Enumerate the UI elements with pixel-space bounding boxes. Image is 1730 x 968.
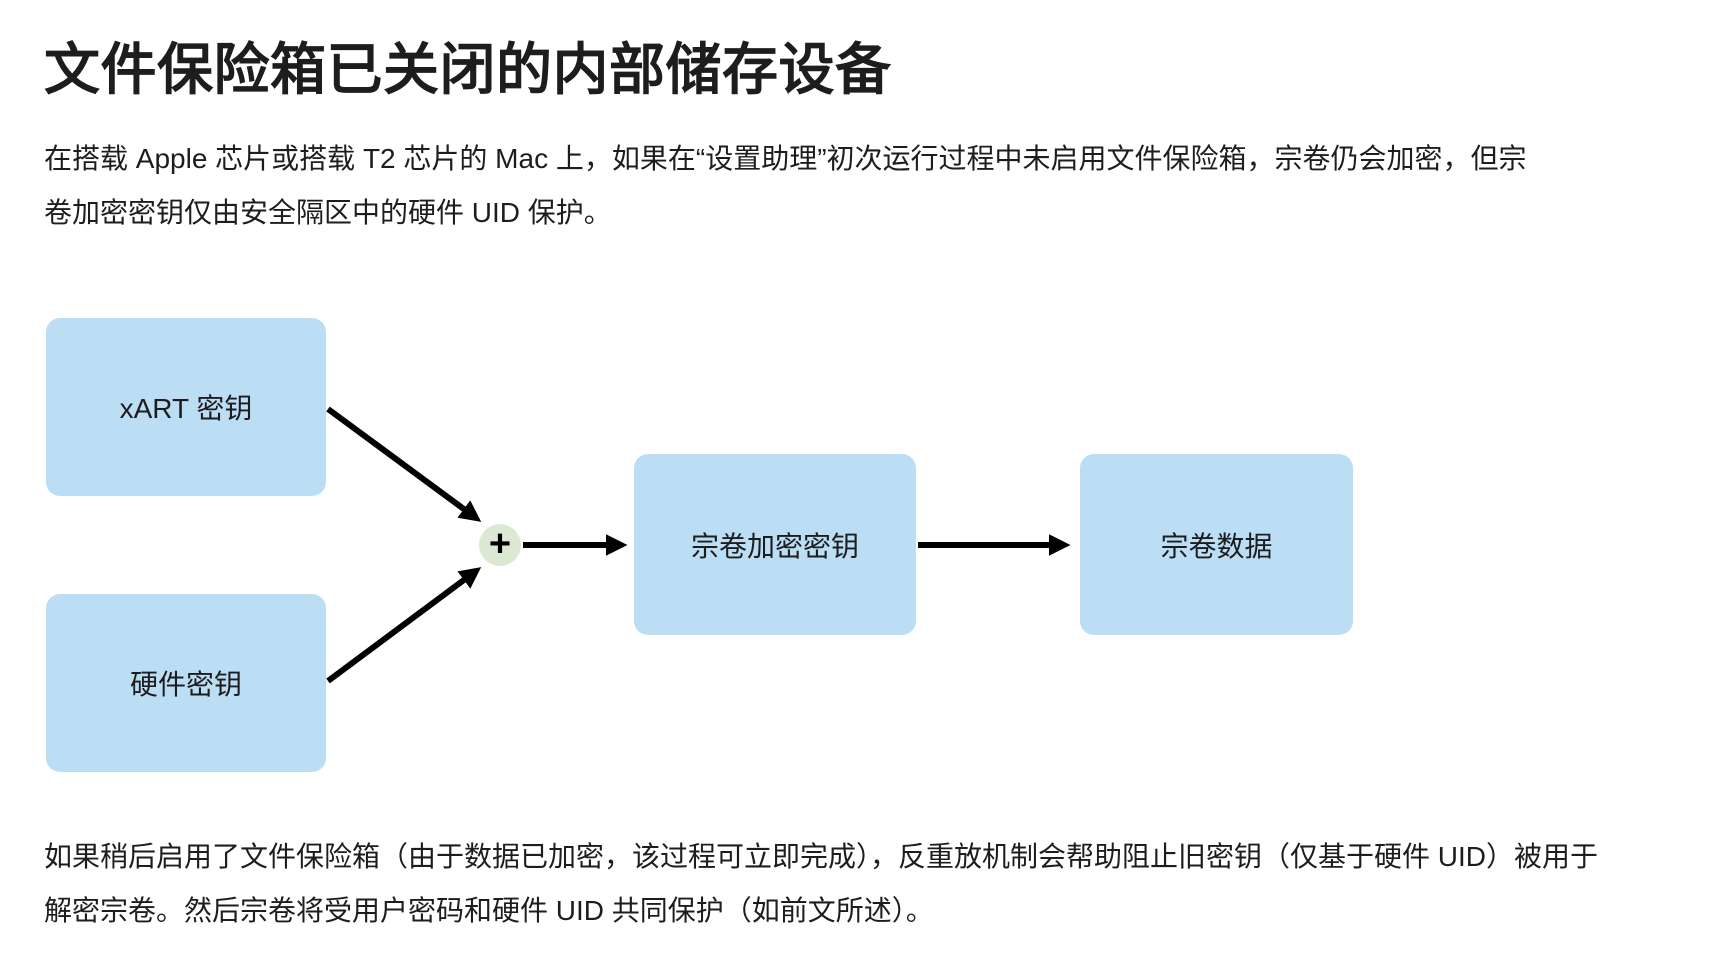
plus-icon: + <box>488 523 512 565</box>
outro-paragraph-line-2: 解密宗卷。然后宗卷将受用户密码和硬件 UID 共同保护（如前文所述）。 <box>44 895 934 926</box>
outro-paragraph: 如果稍后启用了文件保险箱（由于数据已加密，该过程可立即完成），反重放机制会帮助阻… <box>44 830 1598 938</box>
page-title: 文件保险箱已关闭的内部储存设备 <box>44 38 892 101</box>
arrow-xart-to-combiner <box>326 406 482 522</box>
node-volume-encryption-key: 宗卷加密密钥 <box>634 454 916 635</box>
node-volume-data-label: 宗卷数据 <box>1160 530 1273 562</box>
key-combiner: + <box>479 524 521 566</box>
intro-paragraph: 在搭载 Apple 芯片或搭载 T2 芯片的 Mac 上，如果在“设置助理”初次… <box>44 132 1527 240</box>
node-hardware-key-label: 硬件密钥 <box>129 669 242 700</box>
arrow-hardware-to-combiner <box>326 567 482 684</box>
outro-paragraph-line-1: 如果稍后启用了文件保险箱（由于数据已加密，该过程可立即完成），反重放机制会帮助阻… <box>44 841 1599 872</box>
node-hardware-key: 硬件密钥 <box>46 594 326 772</box>
node-xart-key: xART 密钥 <box>46 318 326 496</box>
node-xart-key-label: xART 密钥 <box>119 393 253 424</box>
intro-paragraph-line-1: 在搭载 Apple 芯片或搭载 T2 芯片的 Mac 上，如果在“设置助理”初次… <box>44 143 1527 174</box>
node-volume-data: 宗卷数据 <box>1080 454 1353 635</box>
intro-paragraph-line-2: 卷加密密钥仅由安全隔区中的硬件 UID 保护。 <box>44 197 612 228</box>
node-volume-encryption-key-label: 宗卷加密密钥 <box>690 530 859 562</box>
